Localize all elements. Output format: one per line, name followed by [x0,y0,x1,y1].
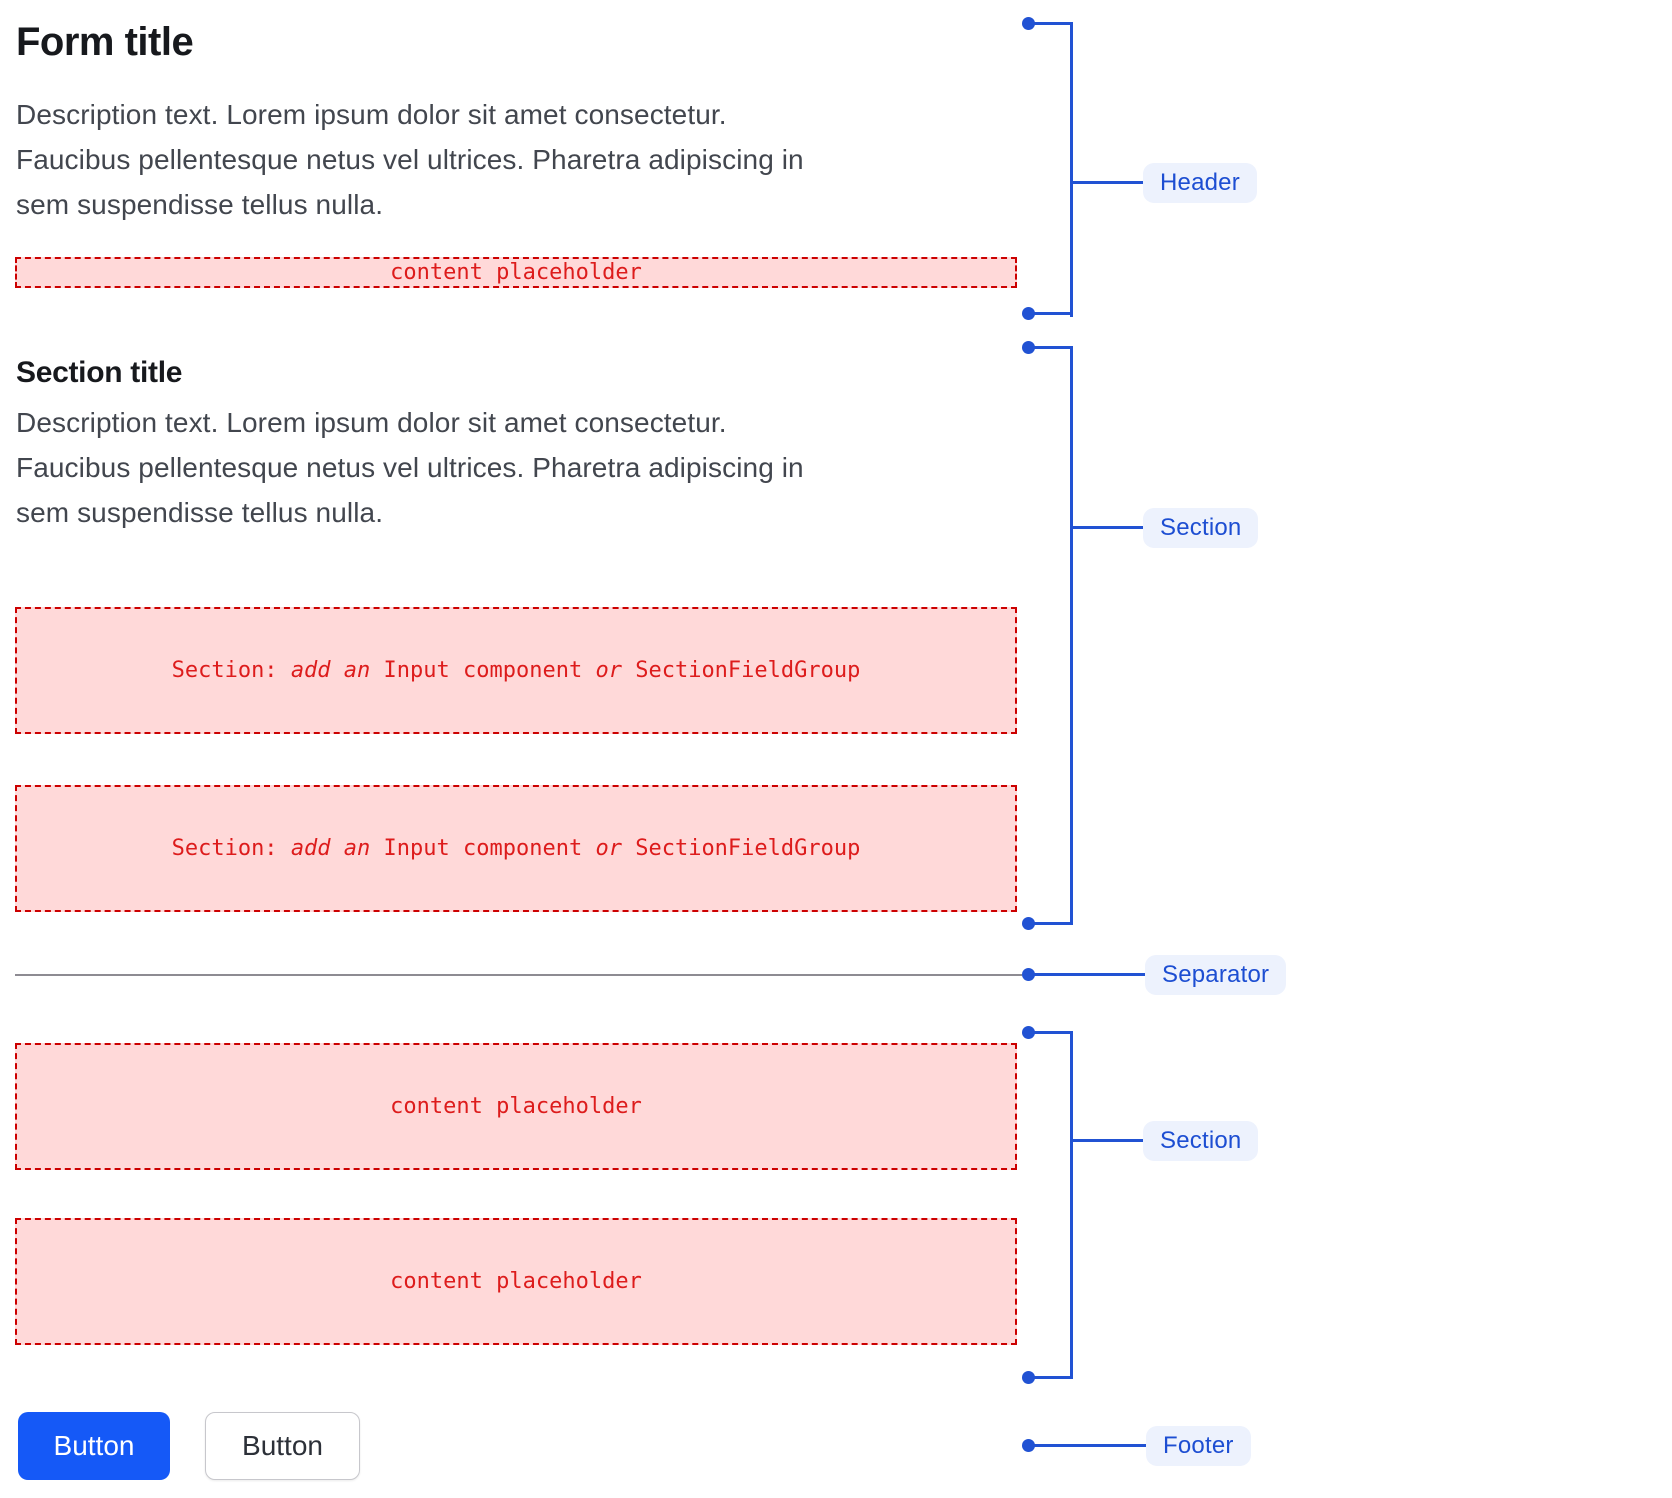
connector-line [1029,1031,1073,1034]
placeholder-text: content placeholder [390,260,642,285]
primary-button[interactable]: Button [18,1412,170,1480]
separator-dot [1022,968,1035,981]
footer-annotation-label: Footer [1146,1426,1251,1466]
secondary-button[interactable]: Button [205,1412,360,1480]
section-description-line: Faucibus pellentesque netus vel ultrices… [16,452,804,483]
header-content-placeholder: content placeholder [15,257,1017,288]
connector-line [1029,312,1073,315]
connector-line [1033,973,1145,976]
section-bracket-top-dot [1022,341,1035,354]
section2-content-placeholder-2: content placeholder [15,1218,1017,1345]
placeholder-text: Section: add an Input component or Secti… [171,658,861,683]
form-description: Description text. Lorem ipsum dolor sit … [16,92,976,227]
section-input-placeholder-1: Section: add an Input component or Secti… [15,607,1017,734]
connector-line [1033,1444,1146,1447]
connector-line [1029,922,1073,925]
header-annotation-label: Header [1143,163,1257,203]
form-description-line: Description text. Lorem ipsum dolor sit … [16,99,727,130]
section-bracket-line [1070,346,1073,925]
form-description-line: Faucibus pellentesque netus vel ultrices… [16,144,804,175]
section2-content-placeholder-1: content placeholder [15,1043,1017,1170]
header-bracket-line [1070,22,1073,317]
connector-line [1073,526,1143,529]
placeholder-text: Section: add an Input component or Secti… [171,836,861,861]
connector-line [1029,1376,1073,1379]
section2-annotation-label: Section [1143,1121,1259,1161]
section-description-line: sem suspendisse tellus nulla. [16,497,384,528]
connector-line [1029,346,1073,349]
separator-line [15,974,1022,976]
section-input-placeholder-2: Section: add an Input component or Secti… [15,785,1017,912]
footer-dot [1022,1439,1035,1452]
separator-annotation-label: Separator [1145,955,1287,995]
form-description-line: sem suspendisse tellus nulla. [16,189,384,220]
section-description-line: Description text. Lorem ipsum dolor sit … [16,407,727,438]
section-title: Section title [16,356,183,389]
section-description: Description text. Lorem ipsum dolor sit … [16,400,976,535]
header-bracket-top-dot [1022,17,1035,30]
connector-line [1029,22,1073,25]
section2-bracket-line [1070,1031,1073,1379]
section2-bracket-top-dot [1022,1026,1035,1039]
header-bracket-bottom-dot [1022,307,1035,320]
section2-bracket-bottom-dot [1022,1371,1035,1384]
placeholder-text: content placeholder [390,1094,642,1119]
section-annotation-label: Section [1143,508,1259,548]
placeholder-text: content placeholder [390,1269,642,1294]
connector-line [1073,181,1143,184]
section-bracket-bottom-dot [1022,917,1035,930]
connector-line [1073,1139,1143,1142]
form-title: Form title [16,20,194,64]
